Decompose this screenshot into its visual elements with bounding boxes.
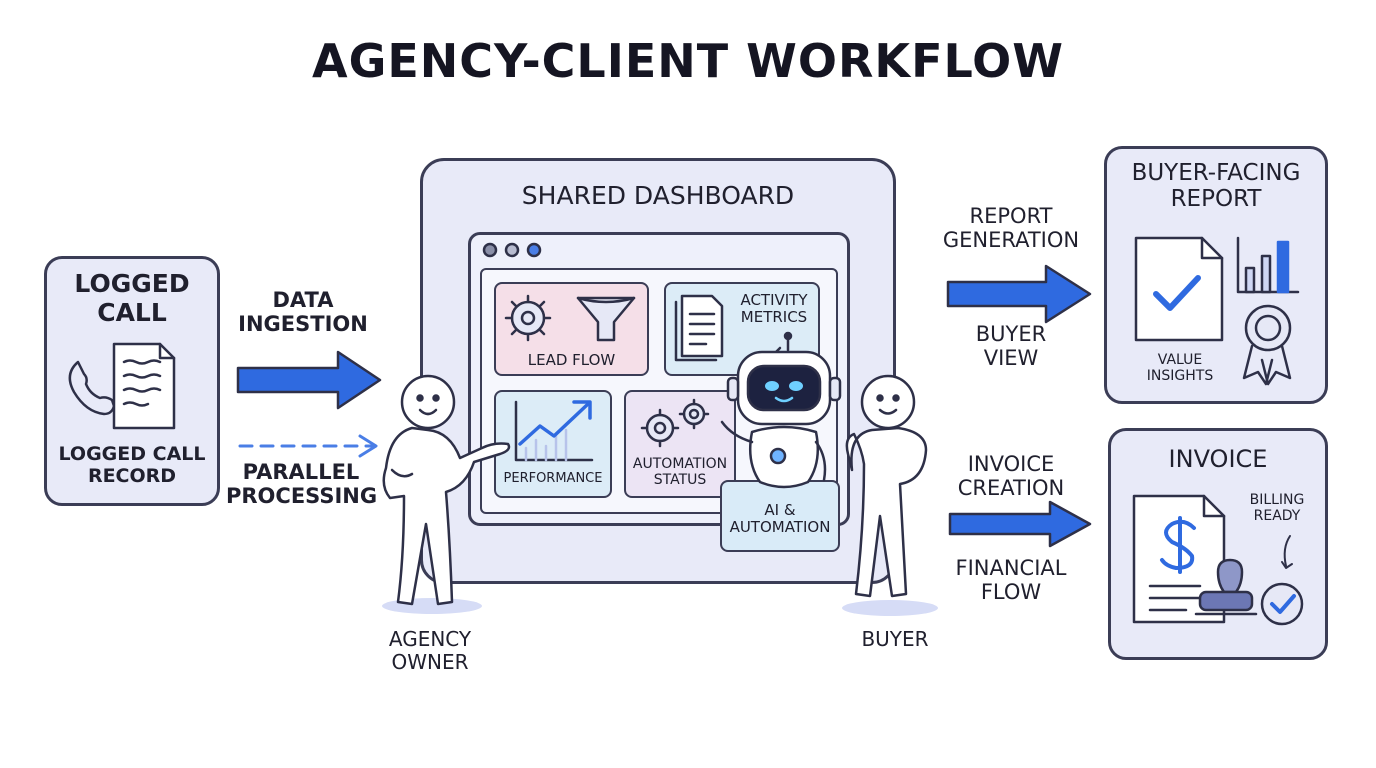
lead-flow-label: LEAD FLOW — [527, 351, 616, 369]
trend-chart-icon — [514, 400, 594, 462]
gear-icon — [504, 294, 552, 342]
agency-owner-label: AGENCY OWNER — [388, 627, 472, 674]
billing-ready-label: BILLING READY — [1249, 492, 1305, 525]
buyer-view-label: BUYER VIEW — [975, 322, 1047, 371]
parallel-processing-arrow — [238, 434, 378, 458]
bar-chart-icon — [1236, 236, 1300, 294]
invoice-creation-label: INVOICE CREATION — [957, 452, 1065, 501]
phone-icon — [68, 360, 116, 416]
agency-owner-figure — [382, 374, 511, 614]
logged-call-heading: LOGGED CALL — [74, 269, 190, 327]
checked-document-icon — [1134, 236, 1224, 342]
check-circle-icon — [1260, 535, 1304, 626]
data-ingestion-arrow — [236, 350, 382, 410]
value-insights-label: VALUE INSIGHTS — [1146, 352, 1214, 385]
performance-label: PERFORMANCE — [503, 471, 603, 486]
data-ingestion-label: DATA INGESTION — [238, 288, 368, 337]
shared-dashboard-heading: SHARED DASHBOARD — [521, 181, 795, 210]
document-icon — [112, 342, 176, 430]
report-generation-label: REPORT GENERATION — [942, 204, 1080, 253]
parallel-processing-label: PARALLEL PROCESSING — [226, 460, 378, 509]
documents-stack-icon — [674, 294, 724, 362]
ai-automation-label: AI & AUTOMATION — [729, 501, 831, 537]
financial-flow-label: FINANCIAL FLOW — [955, 556, 1067, 605]
funnel-icon — [576, 296, 636, 342]
report-generation-arrow — [946, 264, 1092, 324]
diagram-title: AGENCY-CLIENT WORKFLOW — [311, 34, 1065, 88]
activity-metrics-label: ACTIVITY METRICS — [740, 291, 808, 327]
invoice-document-icon — [1132, 494, 1226, 624]
buyer-facing-report-heading: BUYER-FACING REPORT — [1131, 160, 1301, 213]
stamp-icon — [1194, 558, 1258, 616]
invoice-creation-arrow — [948, 500, 1092, 548]
automation-gears-icon — [640, 398, 710, 448]
automation-status-tile — [624, 390, 736, 498]
robot-icon — [720, 331, 842, 489]
logged-call-record-label: LOGGED CALL RECORD — [58, 443, 206, 487]
invoice-heading: INVOICE — [1168, 445, 1268, 473]
buyer-label: BUYER — [861, 627, 929, 651]
automation-status-label: AUTOMATION STATUS — [632, 456, 728, 489]
award-badge-icon — [1242, 304, 1292, 386]
buyer-figure — [842, 374, 938, 616]
window-control-dots — [482, 242, 542, 258]
